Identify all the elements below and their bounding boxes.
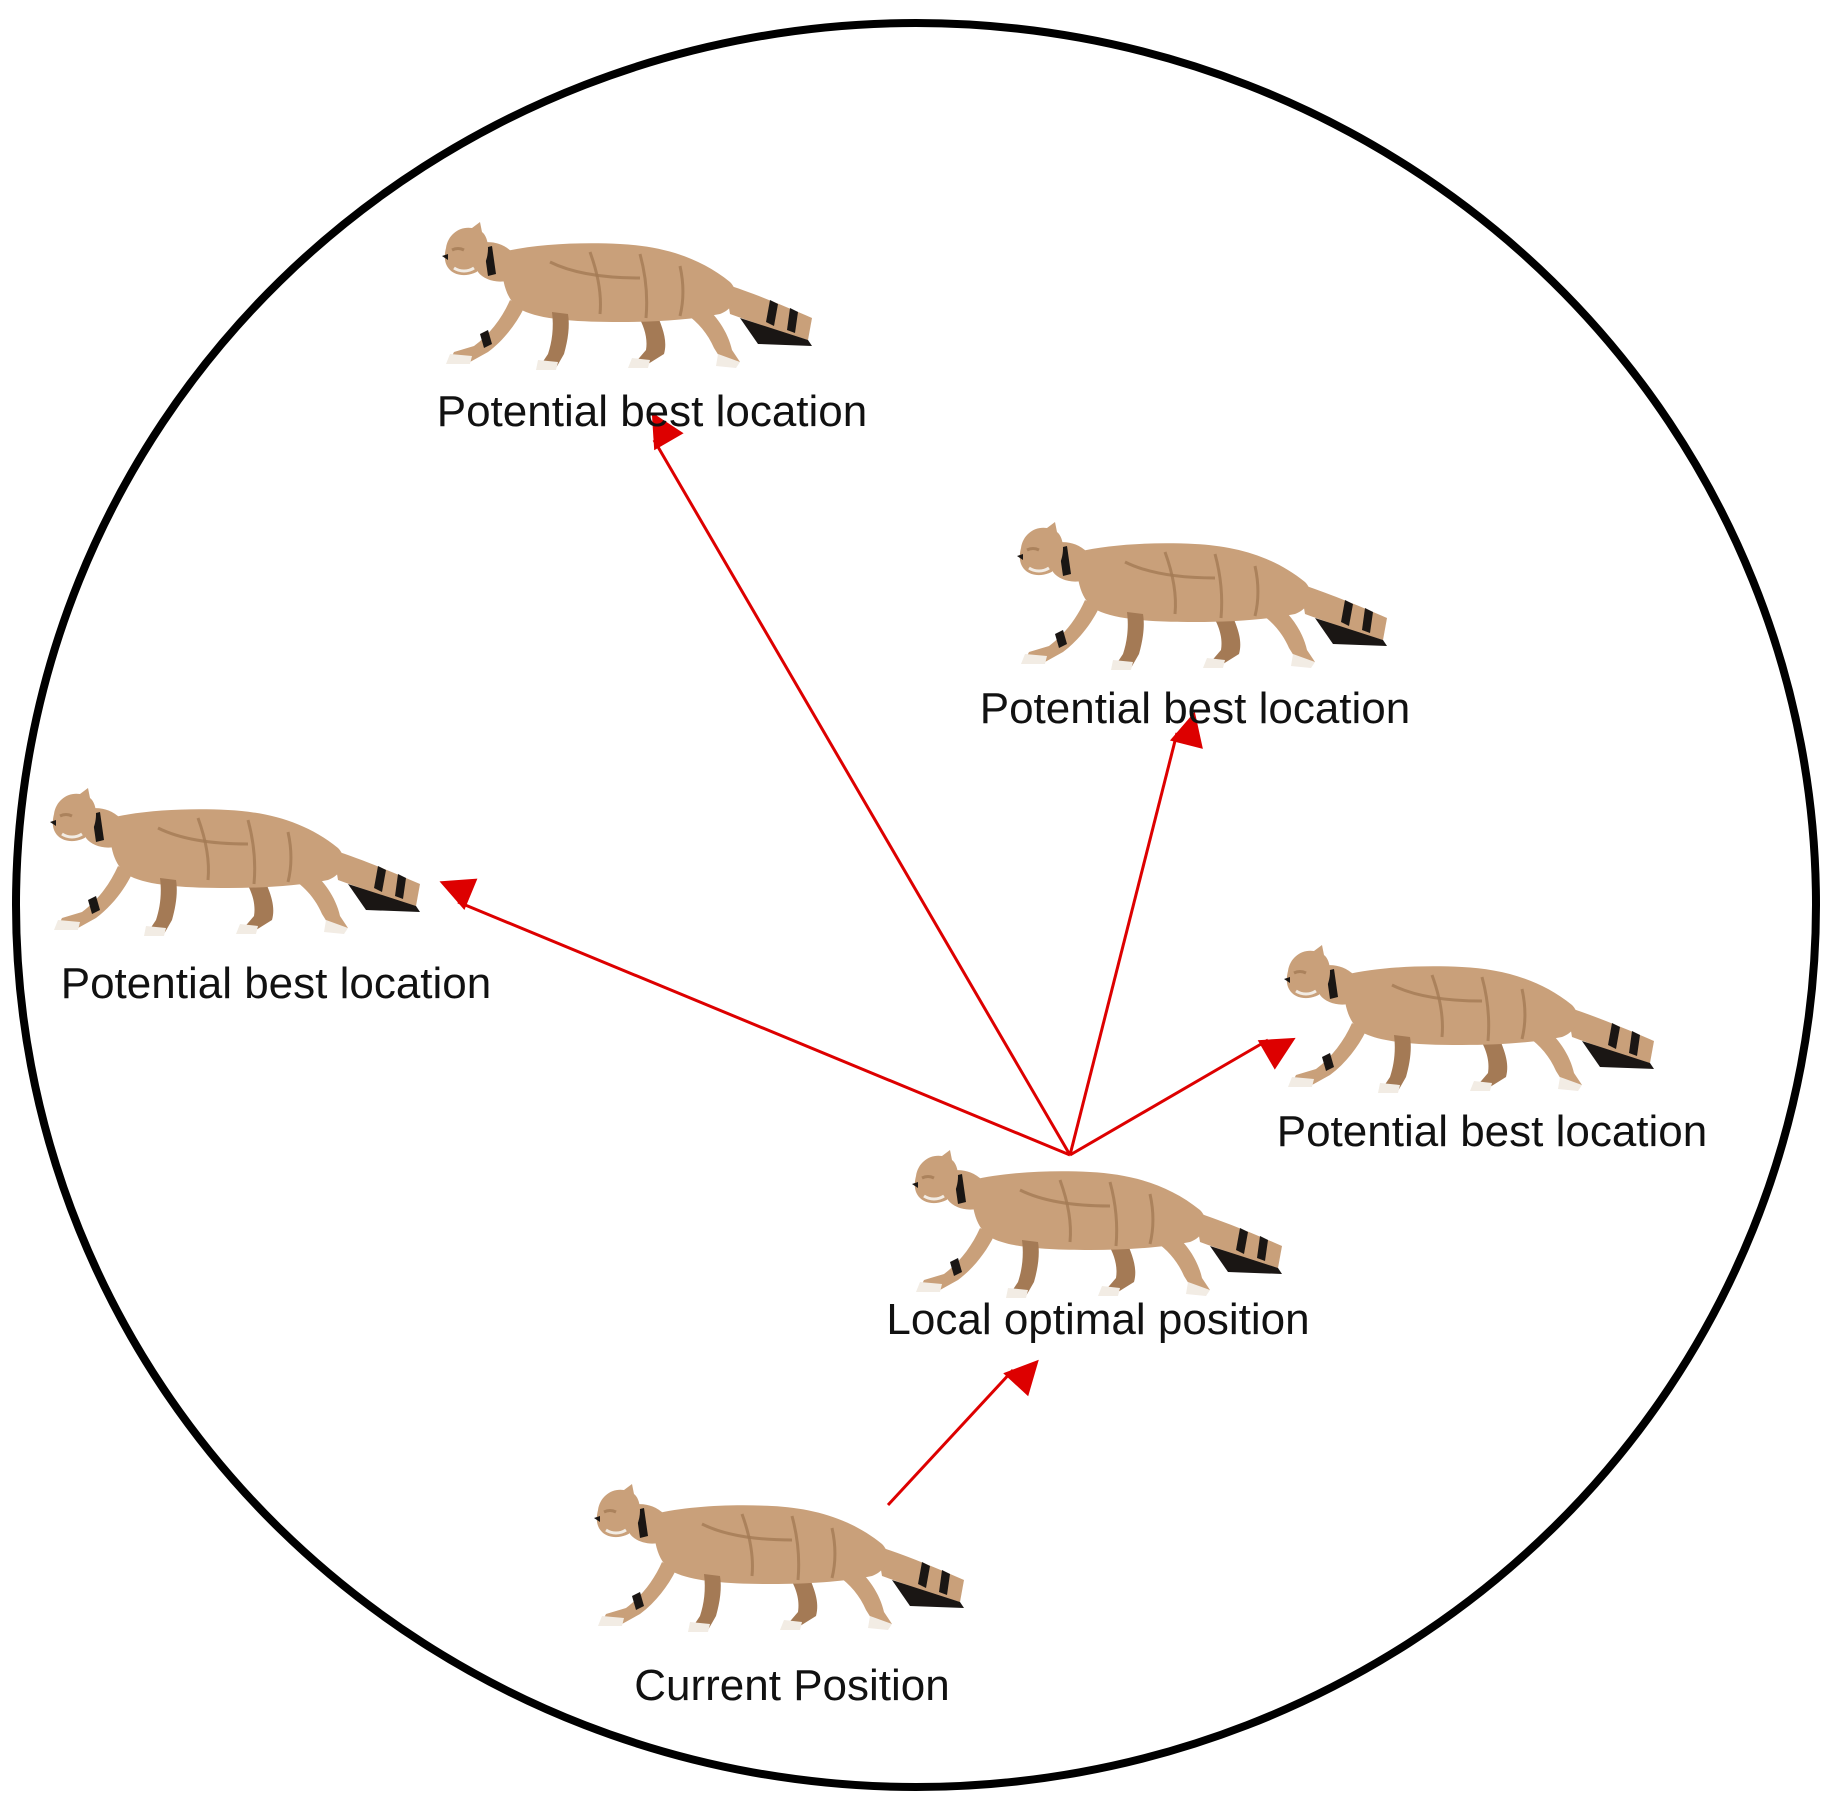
node-label: Potential best location [61,959,492,1008]
node-local-optimal: Local optimal position [886,1148,1310,1344]
node-best-left: Potential best location [48,786,492,1008]
arrow-local-to-best-top [651,412,1072,1156]
node-label: Potential best location [980,684,1411,733]
node-best-right: Potential best location [1277,943,1708,1156]
node-label: Potential best location [437,387,868,436]
arrow-local-to-best-left [439,878,1071,1157]
wildcat-icon [910,1148,1284,1300]
wildcat-icon [592,1482,966,1634]
node-label: Current Position [634,1661,949,1710]
node-best-top: Potential best location [437,220,868,436]
node-current: Current Position [592,1482,966,1710]
node-label: Local optimal position [886,1295,1309,1344]
search-space-boundary [12,19,1820,1791]
arrow-local-to-best-upper-right [1068,711,1203,1156]
arrow-current-to-local [886,1359,1039,1507]
movement-arrows [439,412,1296,1507]
wildcat-icon [1015,520,1389,672]
arrow-local-to-best-right [1069,1037,1296,1157]
wildcat-icon [440,220,814,372]
node-best-upper-right: Potential best location [980,520,1411,733]
wildcat-icon [1282,943,1656,1095]
node-label: Potential best location [1277,1107,1708,1156]
wildcat-icon [48,786,422,938]
